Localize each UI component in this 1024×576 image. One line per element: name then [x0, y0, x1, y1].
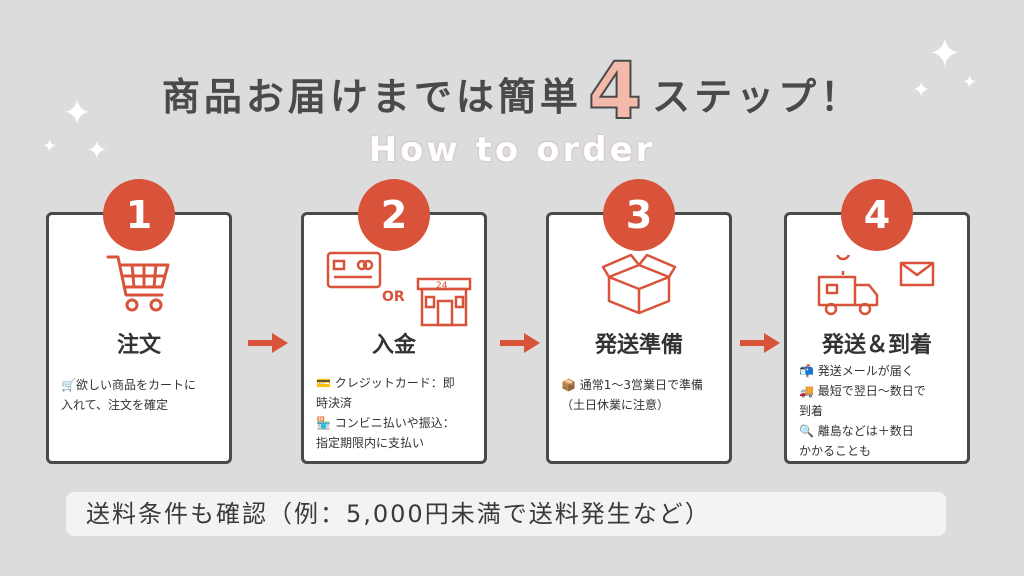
sparkle-icon: ✦ [62, 93, 93, 134]
subtitle: How to order [368, 130, 656, 170]
description-line: （土日休業に注意） [561, 398, 670, 412]
description-line: 🔍 離島などは＋数日 [799, 424, 914, 438]
arrow-right-icon [500, 333, 540, 357]
description-line: かかることも [799, 444, 872, 458]
shipping-note: 送料条件も確認（例：5,000円未満で送料発生など） [66, 492, 946, 536]
title-number: 4 [587, 47, 647, 137]
step-title: 注文 [116, 333, 161, 358]
description-line: 📦 通常1〜3営業日で準備 [561, 378, 704, 392]
truck-icon [815, 245, 881, 323]
credit-card-icon [326, 251, 382, 295]
box-icon [549, 253, 729, 321]
store-sign: 24 [436, 281, 448, 291]
step-number-badge: 3 [603, 179, 675, 251]
step-description: 🛒欲しい商品をカートに 入れて、注文を確定 [61, 375, 221, 415]
sparkle-icon: ✦ [912, 78, 931, 103]
arrow-right-icon [740, 333, 780, 357]
title-text: 商品お届けまでは簡単 [161, 75, 582, 119]
description-line: 🏪 コンビニ払いや振込： [316, 416, 455, 430]
description-line: 🛒欲しい商品をカートに [61, 378, 196, 392]
title-text: ステップ！ [652, 75, 863, 119]
sparkle-icon: ✦ [962, 72, 978, 93]
description-line: 📬 発送メールが届く [799, 364, 914, 378]
description-line: 入れて、注文を確定 [61, 398, 169, 412]
envelope-icon [899, 261, 935, 291]
step-title: 発送＆到着 [821, 333, 932, 358]
step-description: 📬 発送メールが届く 🚚 最短で翌日〜数日で 到着 🔍 離島などは＋数日 かかる… [799, 361, 959, 461]
sparkle-icon: ✦ [86, 136, 108, 166]
step-description: 📦 通常1〜3営業日で準備 （土日休業に注意） [561, 375, 721, 415]
description-line: 💳 クレジットカード：即 [316, 376, 455, 390]
step-title: 発送準備 [594, 333, 683, 358]
step-number-badge: 2 [358, 179, 430, 251]
sparkle-icon: ✦ [42, 136, 58, 157]
step-number-badge: 1 [103, 179, 175, 251]
step-card-2: 2 OR 24 入金 💳 クレジットカード：即 時決済 🏪 コンビニ払いや振込：… [301, 179, 487, 464]
step-card-3: 3 発送準備 📦 通常1〜3営業日で準備 （土日休業に注意） [546, 179, 732, 464]
description-line: 到着 [799, 404, 824, 418]
or-label: OR [382, 289, 405, 305]
sparkle-icon: ✦ [928, 31, 962, 77]
step-card-4: 4 発送＆到着 📬 発送メールが届く 🚚 最短で翌日〜数日で 到着 🔍 離島など… [784, 179, 970, 464]
description-line: 指定期限内に支払い [316, 436, 425, 450]
description-line: 🚚 最短で翌日〜数日で [799, 384, 926, 398]
cart-icon [49, 247, 229, 325]
step-card-1: 1 注文 🛒欲しい商品をカートに 入れて、注文を確定 [46, 179, 232, 464]
step-description: 💳 クレジットカード：即 時決済 🏪 コンビニ払いや振込： 指定期限内に支払い [316, 373, 476, 453]
convenience-store-icon: 24 [416, 275, 472, 331]
arrow-right-icon [248, 333, 288, 357]
description-line: 時決済 [316, 396, 353, 410]
step-title: 入金 [371, 333, 416, 358]
step-number-badge: 4 [841, 179, 913, 251]
